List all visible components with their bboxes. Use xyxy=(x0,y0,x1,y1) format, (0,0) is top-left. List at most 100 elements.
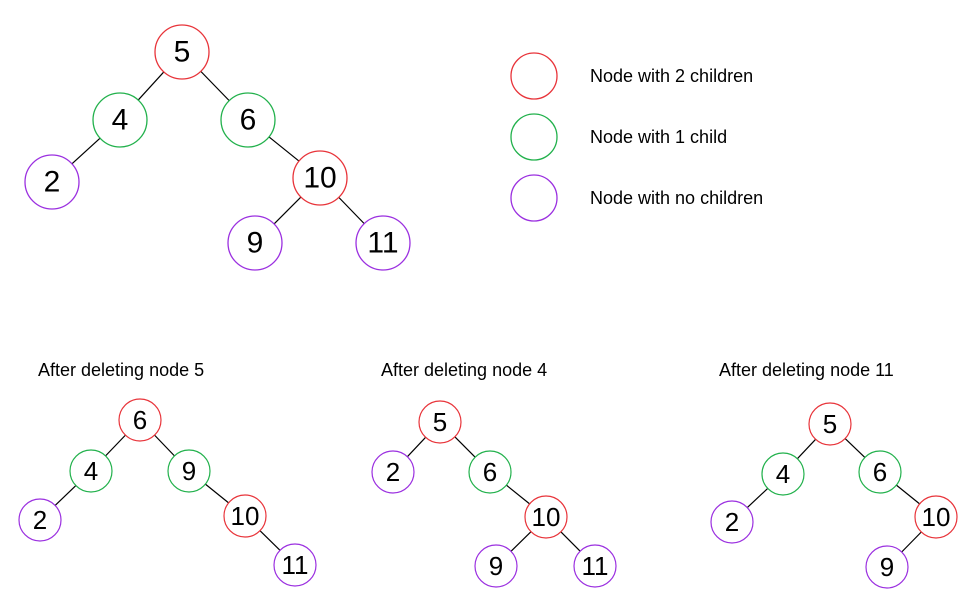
tree-edge xyxy=(268,136,300,162)
tree-node-10: 10 xyxy=(292,150,348,206)
node-circle xyxy=(858,450,902,494)
node-value: 9 xyxy=(880,552,894,582)
node-circle xyxy=(292,150,348,206)
node-circle xyxy=(710,500,754,544)
node-circle xyxy=(761,452,805,496)
legend-label: Node with no children xyxy=(590,188,763,208)
node-circle xyxy=(118,398,162,442)
tree-node-9: 9 xyxy=(227,215,283,271)
tree-edge xyxy=(746,487,769,509)
node-circle xyxy=(524,495,568,539)
tree-edge xyxy=(505,484,531,505)
node-circle xyxy=(418,400,462,444)
tree-node-11: 11 xyxy=(273,543,317,587)
node-circle xyxy=(468,450,512,494)
node-circle xyxy=(92,92,148,148)
tree-edge xyxy=(406,436,427,458)
node-value: 9 xyxy=(247,227,264,260)
node-value: 2 xyxy=(725,507,739,537)
tree-node-6: 6 xyxy=(858,450,902,494)
legend-item: Node with 2 children xyxy=(510,52,753,100)
tree-original: 5 4 6 2 10 9 11 xyxy=(24,24,411,271)
tree-node-4: 4 xyxy=(761,452,805,496)
tree-edge xyxy=(273,196,302,225)
node-value: 11 xyxy=(367,227,398,260)
node-circle xyxy=(167,449,211,493)
node-value: 2 xyxy=(33,505,47,535)
tree-edge xyxy=(200,70,230,102)
tree-edge xyxy=(259,530,281,551)
node-value: 5 xyxy=(823,409,837,439)
tree-after-11: After deleting node 11 54 6 2 10 9 xyxy=(710,360,958,589)
tree-node-6: 6 xyxy=(220,92,276,148)
node-circle xyxy=(220,92,276,148)
tree-edge xyxy=(204,483,230,504)
tree-edge xyxy=(454,436,476,458)
node-circle xyxy=(223,494,267,538)
tree-node-2: 2 xyxy=(18,498,62,542)
tree-edge xyxy=(895,484,921,505)
node-circle xyxy=(273,543,317,587)
tree-node-5: 5 xyxy=(418,400,462,444)
tree-node-5: 5 xyxy=(154,24,210,80)
node-circle xyxy=(865,545,909,589)
tree-node-10: 10 xyxy=(524,495,568,539)
tree-node-2: 2 xyxy=(710,500,754,544)
tree-edge xyxy=(338,196,365,225)
tree-edge xyxy=(796,438,817,460)
node-value: 6 xyxy=(873,457,887,487)
tree-caption: After deleting node 5 xyxy=(38,360,204,380)
node-value: 9 xyxy=(182,456,196,486)
node-circle xyxy=(355,215,411,271)
tree-edge xyxy=(560,531,581,552)
node-circle xyxy=(24,154,80,210)
node-value: 10 xyxy=(532,502,561,532)
legend-label: Node with 2 children xyxy=(590,66,753,86)
tree-edge xyxy=(54,485,77,506)
node-value: 4 xyxy=(112,104,129,137)
legend-swatch xyxy=(510,113,558,161)
node-circle xyxy=(69,449,113,493)
tree-edge xyxy=(71,137,101,165)
tree-node-5: 5 xyxy=(808,402,852,446)
tree-node-2: 2 xyxy=(24,154,80,210)
node-value: 6 xyxy=(240,104,257,137)
legend-swatch xyxy=(510,174,558,222)
tree-after-4: After deleting node 4 5 2 6 10 9 11 xyxy=(371,360,617,588)
tree-node-6: 6 xyxy=(468,450,512,494)
node-value: 5 xyxy=(433,407,447,437)
node-circle xyxy=(371,450,415,494)
tree-node-11: 11 xyxy=(573,544,617,588)
node-value: 4 xyxy=(84,456,98,486)
tree-caption: After deleting node 11 xyxy=(719,360,894,380)
tree-edge xyxy=(510,531,532,552)
tree-node-4: 4 xyxy=(92,92,148,148)
node-value: 2 xyxy=(44,166,61,199)
node-value: 5 xyxy=(174,36,191,69)
node-circle xyxy=(573,544,617,588)
tree-node-9: 9 xyxy=(865,545,909,589)
tree-node-11: 11 xyxy=(355,215,411,271)
tree-node-10: 10 xyxy=(223,494,267,538)
legend-item: Node with 1 child xyxy=(510,113,727,161)
tree-after-5: After deleting node 5 6 4 9 2 10 11 xyxy=(18,360,317,587)
node-value: 6 xyxy=(133,405,147,435)
node-value: 6 xyxy=(483,457,497,487)
legend-swatch xyxy=(510,52,558,100)
node-value: 10 xyxy=(922,502,951,532)
tree-caption: After deleting node 4 xyxy=(381,360,547,380)
tree-node-6: 6 xyxy=(118,398,162,442)
node-value: 2 xyxy=(386,457,400,487)
tree-edge xyxy=(105,434,126,457)
tree-node-9: 9 xyxy=(474,544,518,588)
node-value: 11 xyxy=(282,550,309,580)
tree-node-9: 9 xyxy=(167,449,211,493)
legend-label: Node with 1 child xyxy=(590,127,727,147)
tree-node-2: 2 xyxy=(371,450,415,494)
node-value: 10 xyxy=(303,162,336,195)
node-circle xyxy=(227,215,283,271)
node-circle xyxy=(808,402,852,446)
node-value: 11 xyxy=(582,551,609,581)
